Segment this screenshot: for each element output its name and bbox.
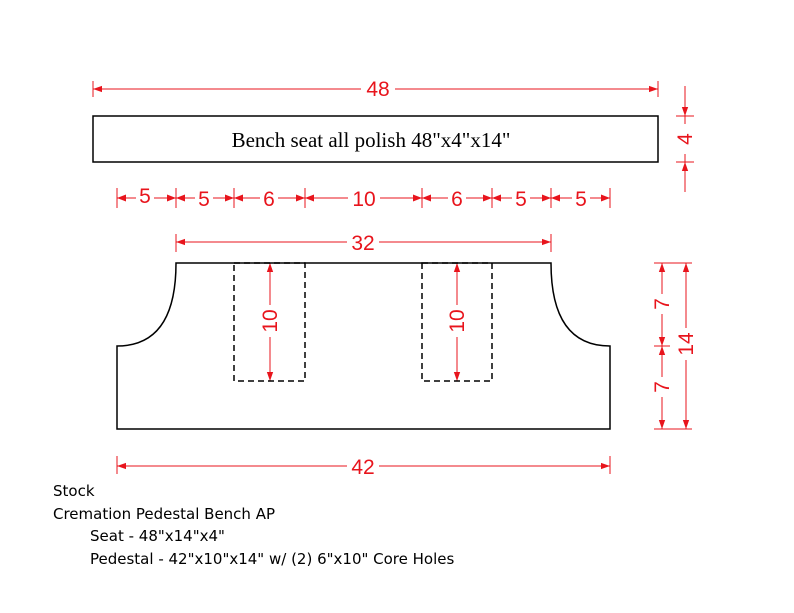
- segment-label: 6: [263, 188, 275, 211]
- segment-label: 10: [352, 188, 375, 211]
- seat-height-label: 4: [674, 133, 697, 145]
- segment-label: 5: [515, 188, 527, 211]
- notes-line-product: Cremation Pedestal Bench AP: [53, 504, 276, 523]
- hole-left-depth-label: 10: [259, 309, 282, 332]
- core-hole-right: [421, 262, 493, 382]
- core-hole-left: [233, 262, 306, 382]
- upper-height-label: 7: [651, 298, 674, 310]
- notes-line-seat: Seat - 48"x14"x4": [90, 527, 225, 545]
- segment-label: 5: [198, 188, 210, 211]
- hole-right-depth-label: 10: [446, 309, 469, 332]
- notes-line-stock: Stock: [53, 482, 95, 500]
- pedestal-outline: [116, 262, 611, 430]
- seat-length-label: 48: [366, 78, 389, 101]
- segment-label: 5: [139, 185, 151, 208]
- seat-label: Bench seat all polish 48"x4"x14": [232, 128, 511, 152]
- total-height-label: 14: [675, 332, 698, 356]
- segment-label: 5: [575, 188, 587, 211]
- segment-label: 6: [451, 188, 463, 211]
- notes-block: Stock Cremation Pedestal Bench AP Seat -…: [53, 480, 454, 570]
- base-length-label: 42: [351, 456, 374, 479]
- seat-outline: [92, 115, 659, 163]
- notes-line-pedestal: Pedestal - 42"x10"x14" w/ (2) 6"x10" Cor…: [90, 549, 455, 568]
- top-width-label: 32: [351, 232, 374, 255]
- lower-height-label: 7: [651, 381, 674, 393]
